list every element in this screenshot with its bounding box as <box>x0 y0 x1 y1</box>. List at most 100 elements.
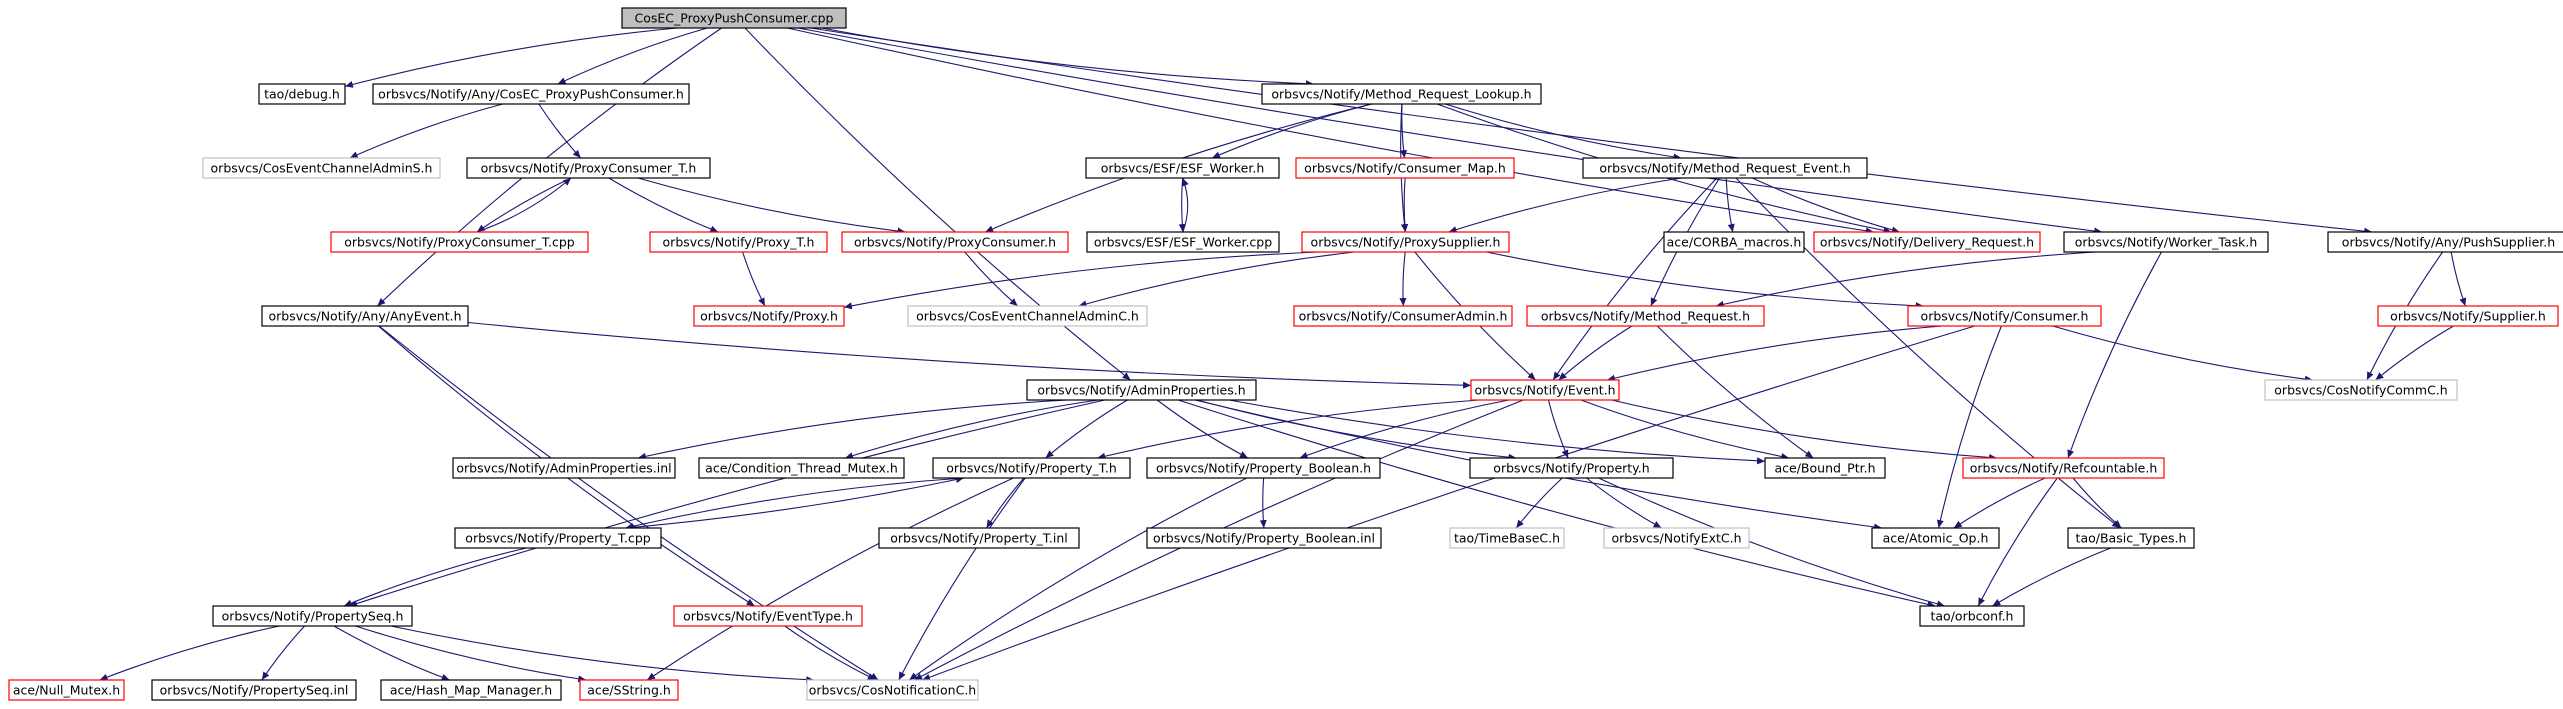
node-consumer-map[interactable]: orbsvcs/Notify/Consumer_Map.h <box>1295 157 1515 179</box>
edge-root-to-debug <box>344 27 678 88</box>
node-propertyseq-inl[interactable]: orbsvcs/Notify/PropertySeq.inl <box>151 679 357 701</box>
node-label: orbsvcs/Notify/Method_Request.h <box>1541 309 1750 324</box>
node-label: orbsvcs/Notify/Property_T.inl <box>890 531 1068 546</box>
node-proxyconsumer-tcpp[interactable]: orbsvcs/Notify/ProxyConsumer_T.cpp <box>330 231 589 253</box>
node-label: ace/Null_Mutex.h <box>13 683 120 698</box>
node-label: ace/Hash_Map_Manager.h <box>390 683 552 698</box>
node-proxy[interactable]: orbsvcs/Notify/Proxy.h <box>693 305 845 327</box>
edge-any_pushsupplier-to-supplier <box>2450 251 2467 307</box>
edge-proxysupplier-to-cosecadminc <box>1078 251 1355 308</box>
node-corba-macros[interactable]: ace/CORBA_macros.h <box>1663 231 1805 253</box>
node-box <box>1469 457 1674 479</box>
node-consumeradmin[interactable]: orbsvcs/Notify/ConsumerAdmin.h <box>1293 305 1513 327</box>
node-label: orbsvcs/Notify/ProxyConsumer_T.h <box>481 161 697 176</box>
node-any-cosec[interactable]: orbsvcs/Notify/Any/CosEC_ProxyPushConsum… <box>372 83 690 105</box>
node-proxyconsumer[interactable]: orbsvcs/Notify/ProxyConsumer.h <box>841 231 1069 253</box>
node-proxy-t[interactable]: orbsvcs/Notify/Proxy_T.h <box>649 231 828 253</box>
edge-proxyconsumer_tcpp-to-proxyconsumer_t <box>476 177 572 233</box>
edge-mre-to-event <box>1552 177 1718 381</box>
node-label: CosEC_ProxyPushConsumer.cpp <box>635 11 834 26</box>
node-label: orbsvcs/Notify/Refcountable.h <box>1970 461 2158 476</box>
node-supplier[interactable]: orbsvcs/Notify/Supplier.h <box>2377 305 2559 327</box>
node-mre[interactable]: orbsvcs/Notify/Method_Request_Event.h <box>1582 157 1868 179</box>
edge-adminproperties-to-orbconf <box>1178 399 1936 608</box>
edge-worker_task-to-method_request <box>1715 251 2096 308</box>
node-cosnotifycommc[interactable]: orbsvcs/CosNotifyCommC.h <box>2264 379 2458 401</box>
edge-esf_workercpp-to-esf_worker <box>1182 177 1189 233</box>
node-property-tinl[interactable]: orbsvcs/Notify/Property_T.inl <box>878 527 1080 549</box>
node-box <box>261 305 469 327</box>
edge-proxysupplier-to-consumer <box>1486 251 1924 310</box>
node-box <box>8 679 125 701</box>
node-label: orbsvcs/Notify/EventType.h <box>683 609 853 624</box>
node-method-request[interactable]: orbsvcs/Notify/Method_Request.h <box>1526 305 1765 327</box>
node-box <box>907 305 1148 327</box>
node-atomic-op[interactable]: ace/Atomic_Op.h <box>1871 527 2000 549</box>
node-basic-types[interactable]: tao/Basic_Types.h <box>2067 527 2195 549</box>
edge-mrl-to-consumer_map <box>1400 103 1407 159</box>
node-box <box>258 83 346 105</box>
node-box <box>212 605 413 627</box>
node-property-t[interactable]: orbsvcs/Notify/Property_T.h <box>932 457 1131 479</box>
edge-consumer-to-cosnotifycommc <box>2052 325 2313 383</box>
node-cond-thread-mutex[interactable]: ace/Condition_Thread_Mutex.h <box>698 457 905 479</box>
edge-property_t-to-property_tinl <box>986 477 1025 529</box>
node-adminproperties[interactable]: orbsvcs/Notify/AdminProperties.h <box>1026 379 1257 401</box>
node-property-tcpp[interactable]: orbsvcs/Notify/Property_T.cpp <box>454 527 662 549</box>
node-worker-task[interactable]: orbsvcs/Notify/Worker_Task.h <box>2063 231 2269 253</box>
edge-consumer-to-cosnotificationc <box>922 325 1975 681</box>
edge-mre-to-delivery_request <box>1752 177 1900 234</box>
node-esf-workercpp[interactable]: orbsvcs/ESF/ESF_Worker.cpp <box>1086 231 1280 253</box>
edge-adminproperties-to-propertyseq <box>349 399 1105 607</box>
node-null-mutex[interactable]: ace/Null_Mutex.h <box>8 679 125 701</box>
node-label: ace/Bound_Ptr.h <box>1774 461 1875 476</box>
node-timebasec[interactable]: tao/TimeBaseC.h <box>1449 527 1565 549</box>
edge-property_t-to-cosnotificationc <box>898 477 1026 681</box>
node-property[interactable]: orbsvcs/Notify/Property.h <box>1469 457 1674 479</box>
node-box <box>202 157 441 179</box>
node-cosecadminc[interactable]: orbsvcs/CosEventChannelAdminC.h <box>907 305 1148 327</box>
node-eventtype[interactable]: orbsvcs/Notify/EventType.h <box>673 605 863 627</box>
node-box <box>1146 527 1382 549</box>
node-orbconf[interactable]: tao/orbconf.h <box>1919 605 2025 627</box>
edge-property-to-orbconf <box>1598 477 1946 608</box>
edge-property_t-to-property_tcpp <box>625 477 964 530</box>
node-adminprops-inl[interactable]: orbsvcs/Notify/AdminProperties.inl <box>452 457 676 479</box>
node-debug[interactable]: tao/debug.h <box>258 83 346 105</box>
node-propertyseq[interactable]: orbsvcs/Notify/PropertySeq.h <box>212 605 413 627</box>
node-property-boolean-inl[interactable]: orbsvcs/Notify/Property_Boolean.inl <box>1146 527 1382 549</box>
edge-proxy_t-to-proxy <box>742 251 766 307</box>
node-refcountable[interactable]: orbsvcs/Notify/Refcountable.h <box>1962 457 2165 479</box>
node-cosecadmins[interactable]: orbsvcs/CosEventChannelAdminS.h <box>202 157 441 179</box>
node-box <box>1603 527 1750 549</box>
node-box <box>1582 157 1868 179</box>
node-proxysupplier[interactable]: orbsvcs/Notify/ProxySupplier.h <box>1301 231 1510 253</box>
node-hash-map-manager[interactable]: ace/Hash_Map_Manager.h <box>380 679 562 701</box>
edge-event-to-bound_ptr <box>1580 399 1790 460</box>
node-consumer[interactable]: orbsvcs/Notify/Consumer.h <box>1907 305 2102 327</box>
node-event[interactable]: orbsvcs/Notify/Event.h <box>1470 379 1620 401</box>
node-label: orbsvcs/Notify/ProxyConsumer.h <box>854 235 1056 250</box>
node-label: orbsvcs/Notify/AdminProperties.inl <box>456 461 671 476</box>
node-any-pushsupplier[interactable]: orbsvcs/Notify/Any/PushSupplier.h <box>2327 231 2563 253</box>
node-mrl[interactable]: orbsvcs/Notify/Method_Request_Lookup.h <box>1261 83 1542 105</box>
node-bound-ptr[interactable]: ace/Bound_Ptr.h <box>1764 457 1886 479</box>
node-proxyconsumer-t[interactable]: orbsvcs/Notify/ProxyConsumer_T.h <box>466 157 711 179</box>
node-esf-worker[interactable]: orbsvcs/ESF/ESF_Worker.h <box>1085 157 1280 179</box>
node-box <box>466 157 711 179</box>
node-label: tao/debug.h <box>264 87 340 102</box>
edge-propertyseq-to-hash_map_manager <box>333 625 450 681</box>
node-notifyextc[interactable]: orbsvcs/NotifyExtC.h <box>1603 527 1750 549</box>
node-cosnotificationc[interactable]: orbsvcs/CosNotificationC.h <box>806 679 979 701</box>
node-label: orbsvcs/Notify/Property_T.h <box>946 461 1117 476</box>
node-label: orbsvcs/Notify/ConsumerAdmin.h <box>1299 309 1508 324</box>
node-property-boolean[interactable]: orbsvcs/Notify/Property_Boolean.h <box>1146 457 1381 479</box>
node-box <box>579 679 679 701</box>
node-box <box>151 679 357 701</box>
node-box <box>878 527 1080 549</box>
node-delivery-request[interactable]: orbsvcs/Notify/Delivery_Request.h <box>1813 231 2041 253</box>
node-sstring[interactable]: ace/SString.h <box>579 679 679 701</box>
node-any-anyevent[interactable]: orbsvcs/Notify/Any/AnyEvent.h <box>261 305 469 327</box>
node-label: orbsvcs/Notify/Property_Boolean.inl <box>1153 531 1375 546</box>
node-root[interactable]: CosEC_ProxyPushConsumer.cpp <box>621 7 847 29</box>
